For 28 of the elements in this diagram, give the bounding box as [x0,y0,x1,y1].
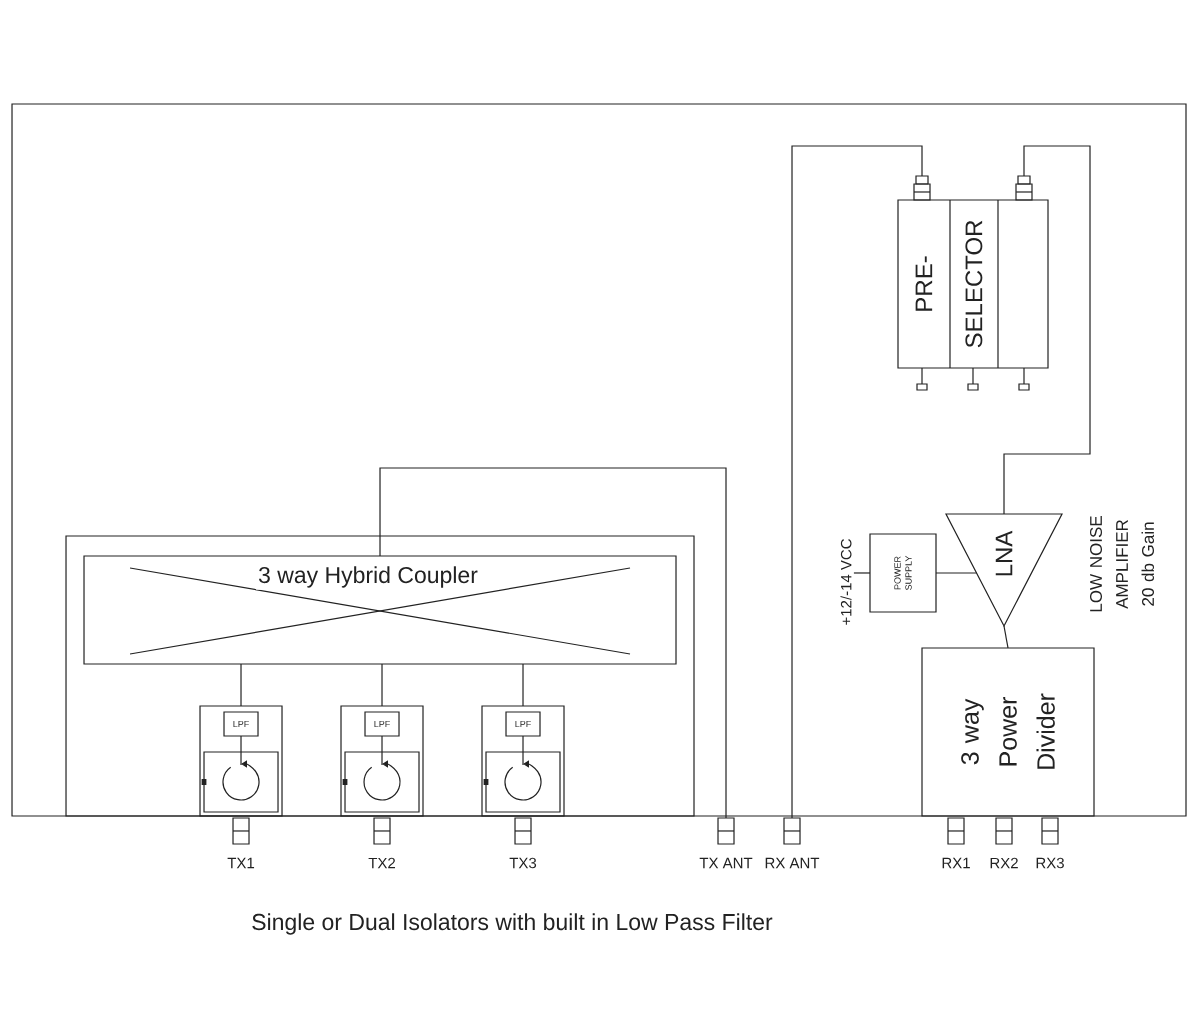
connecting-line [1003,625,1009,649]
coaxial-connector [373,817,391,845]
coaxial-connector [717,817,735,845]
chassis-outline [11,103,1187,817]
connecting-line [1003,145,1091,515]
connecting-line [381,663,383,707]
connecting-line [522,735,524,766]
connecting-line [240,735,242,766]
preselector-filter: PRE- SELECTOR [897,175,1049,391]
coaxial-connector [783,817,801,845]
isolator-module [481,705,565,817]
coaxial-connector [514,817,532,845]
coaxial-connector [232,817,250,845]
connecting-line [379,467,727,819]
connecting-line [791,145,923,819]
amplifier-description: LOW NOISE AMPLIFIER 20 db Gain [1090,516,1154,612]
connecting-line [522,663,524,707]
coaxial-connector [947,817,965,845]
coupler-box: 3 way Hybrid Coupler [83,555,677,665]
connecting-line [853,572,871,574]
coaxial-connector [1041,817,1059,845]
connecting-line [240,663,242,707]
isolator-module [340,705,424,817]
coaxial-connector [995,817,1013,845]
connecting-line [381,735,383,766]
caption: Single or Dual Isolators with built in Low Pass Filter [252,913,773,935]
isolator-module [199,705,283,817]
enclosure-box [65,535,695,817]
